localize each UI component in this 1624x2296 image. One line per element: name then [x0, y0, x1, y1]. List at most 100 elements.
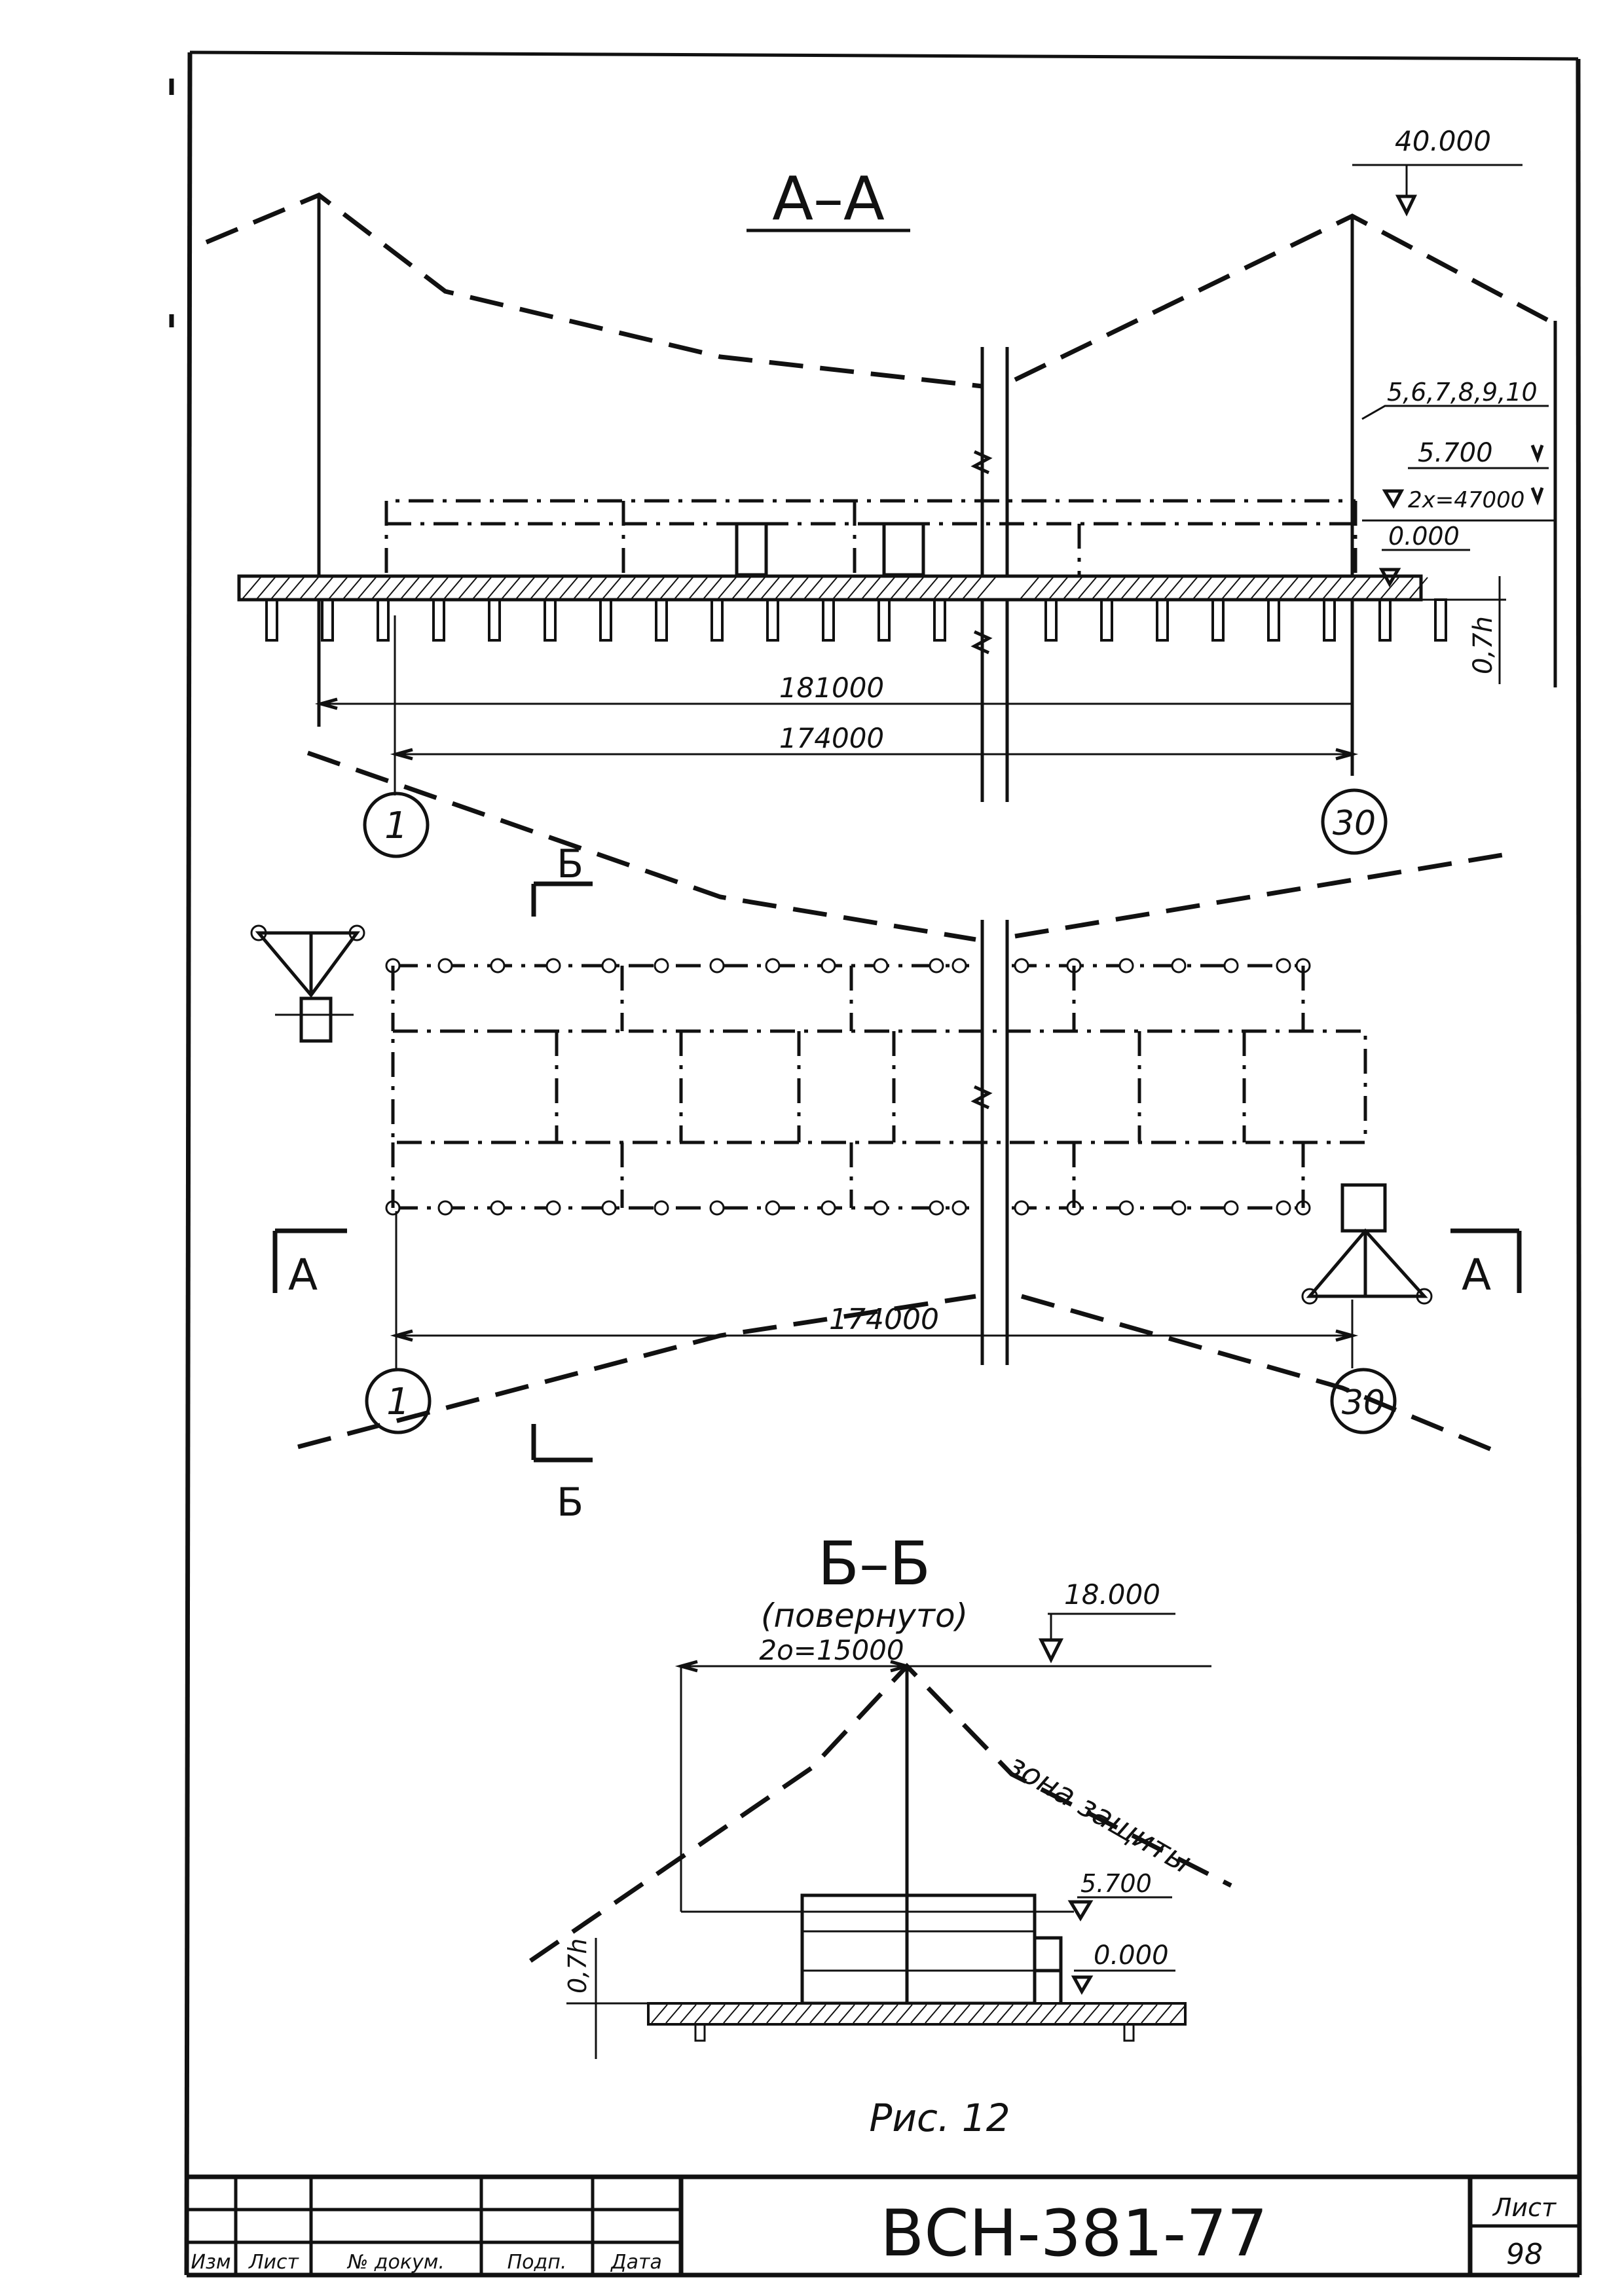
- hatch-line: [544, 577, 564, 600]
- cut-b-top: Б: [557, 841, 583, 887]
- hatch-line: [766, 2004, 783, 2024]
- hatch-line: [890, 577, 910, 600]
- hatch-line: [1069, 2004, 1086, 2024]
- hatch-line: [357, 577, 377, 600]
- hatch-line: [1308, 577, 1327, 600]
- mast-node: [654, 1200, 669, 1216]
- axis-bubble-30-top: [1321, 788, 1388, 855]
- pile: [933, 598, 946, 642]
- hatch-line: [809, 2004, 826, 2024]
- mast-node: [1171, 1200, 1187, 1216]
- elevation-ground-bb: 0.000: [1094, 1941, 1169, 1971]
- hatch-line: [867, 2004, 884, 2024]
- hatch-line: [1155, 2004, 1172, 2024]
- elevation-roof-bb: 5.700: [1080, 1869, 1152, 1898]
- hatch-line: [881, 2004, 898, 2024]
- pile: [1323, 598, 1336, 642]
- hatch-line: [659, 577, 679, 600]
- zone-label: зона защиты: [1002, 1747, 1198, 1880]
- axis-bubble-30-bottom: [1330, 1368, 1397, 1434]
- hatch-line: [832, 577, 852, 600]
- mast-node: [709, 958, 725, 974]
- hatch-line: [1020, 577, 1039, 600]
- hatch-line: [803, 577, 823, 600]
- hatch-line: [314, 577, 333, 600]
- mast-node: [654, 958, 669, 974]
- mast-node: [951, 958, 967, 974]
- hatch-line: [573, 577, 593, 600]
- hatch-line: [651, 2004, 668, 2024]
- hatch-line: [847, 577, 866, 600]
- hatch-line: [602, 577, 621, 600]
- pile: [1211, 598, 1225, 642]
- hatch-line: [824, 2004, 841, 2024]
- hatch-line: [443, 577, 463, 600]
- hatch-line: [1322, 577, 1342, 600]
- hatch-line: [1250, 577, 1270, 600]
- dimension-174000-plan: 174000: [829, 1303, 939, 1336]
- elevation-top-bb: 18.000: [1064, 1578, 1160, 1611]
- pile: [544, 598, 557, 642]
- mast-group-label: 5,6,7,8,9,10: [1387, 378, 1538, 407]
- pile: [1434, 598, 1447, 642]
- hatch-line: [746, 577, 766, 600]
- hatch-line: [559, 577, 578, 600]
- hatch-line: [818, 577, 838, 600]
- col-sign: Подп.: [507, 2251, 567, 2274]
- hatch-line: [501, 577, 521, 600]
- hatch-line: [515, 577, 535, 600]
- hatch-line: [1164, 577, 1183, 600]
- figure-caption: Рис. 12: [869, 2096, 1010, 2140]
- hatch-line: [256, 577, 276, 600]
- hatch-line: [1054, 2004, 1071, 2024]
- hatch-line: [939, 2004, 956, 2024]
- hatch-line: [760, 577, 780, 600]
- mast-node: [490, 958, 506, 974]
- mast-node: [545, 1200, 561, 1216]
- hatch-line: [688, 577, 708, 600]
- pile: [822, 598, 835, 642]
- dimension-181000: 181000: [779, 672, 884, 704]
- hatch-line: [631, 577, 650, 600]
- hatch-line: [1221, 577, 1241, 600]
- depth-label-bb: 0,7h: [563, 1938, 592, 1994]
- mast-node: [821, 958, 836, 974]
- hatch-line: [948, 577, 967, 600]
- col-izm: Изм: [191, 2251, 231, 2274]
- section-bb-title: Б–Б: [818, 1529, 931, 1599]
- hatch-line: [1236, 577, 1255, 600]
- mast-node: [1118, 1200, 1134, 1216]
- hatch-line: [1293, 577, 1313, 600]
- hatch-line: [1337, 577, 1356, 600]
- hatch-line: [674, 577, 693, 600]
- hatch-line: [530, 577, 549, 600]
- mast-node: [709, 1200, 725, 1216]
- mast-node: [1276, 958, 1291, 974]
- pile: [265, 598, 278, 642]
- mast-node: [1276, 1200, 1291, 1216]
- section-aa: А–А 0,7h 40.00: [205, 125, 1557, 802]
- hatch-line: [415, 577, 434, 600]
- mast-node: [1118, 958, 1134, 974]
- cut-a-left: А: [288, 1250, 318, 1300]
- hatch-line: [968, 2004, 985, 2024]
- hatch-line: [386, 577, 405, 600]
- hatch-line: [976, 577, 996, 600]
- mast-node: [545, 958, 561, 974]
- hatch-line: [962, 577, 982, 600]
- drawing-frame: [169, 50, 1582, 2278]
- pile: [377, 598, 390, 642]
- mast-node: [1171, 958, 1187, 974]
- hatch-line: [665, 2004, 682, 2024]
- rx-label: 2x=47000: [1408, 487, 1524, 513]
- hatch-line: [1279, 577, 1299, 600]
- hatch-line: [680, 2004, 697, 2024]
- hatch-line: [795, 2004, 812, 2024]
- elevation-top-aa: 40.000: [1395, 125, 1491, 157]
- depth-label-aa: 0,7h: [1468, 616, 1498, 674]
- sheet-label: Лист: [1492, 2193, 1557, 2222]
- mast-node: [765, 958, 781, 974]
- hatch-line: [1025, 2004, 1043, 2024]
- mast-node: [437, 958, 453, 974]
- hatch-line: [775, 577, 794, 600]
